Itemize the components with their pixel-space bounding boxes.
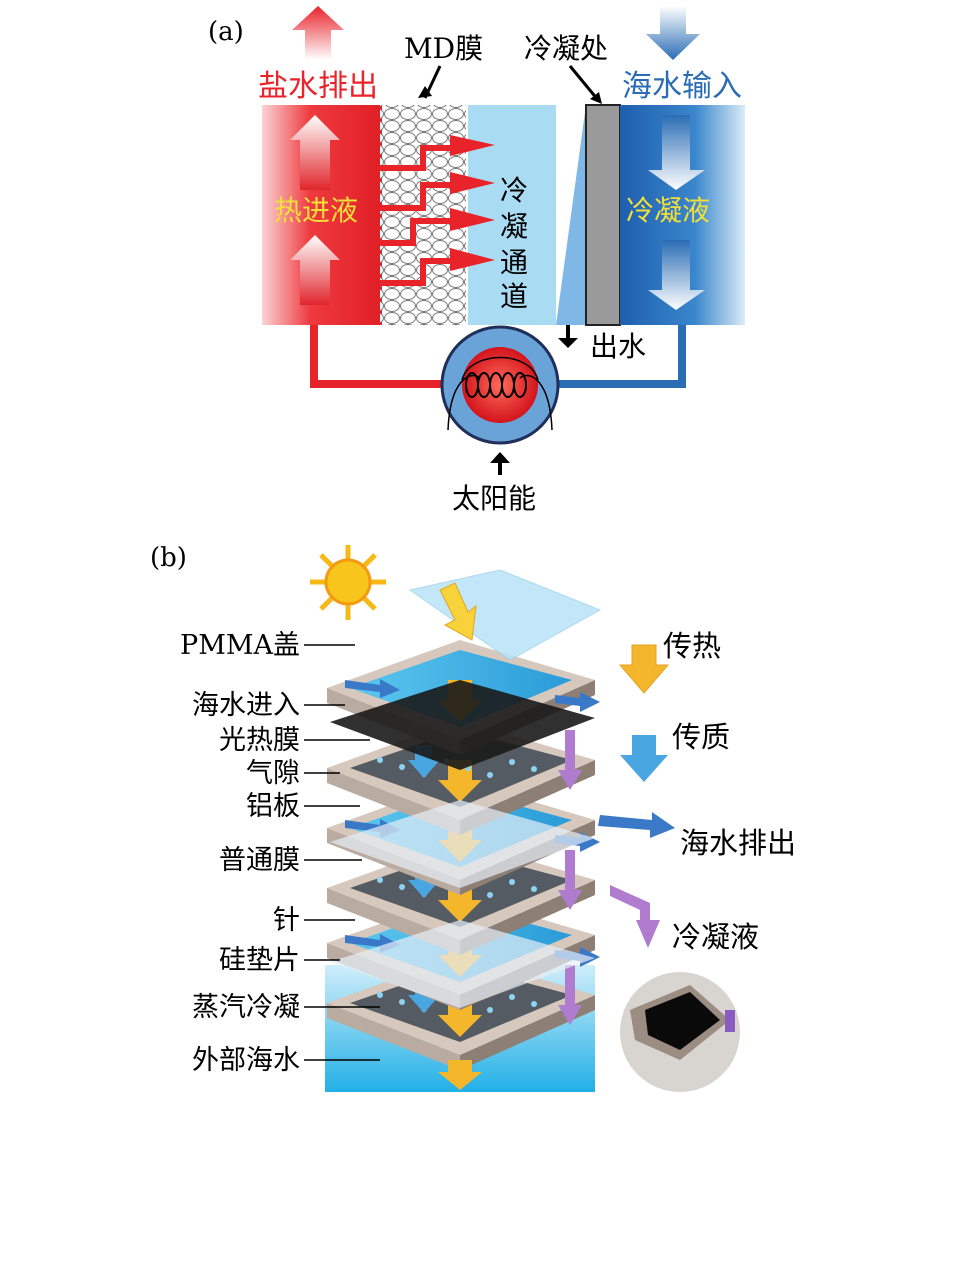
seawater-out-arrow-icon xyxy=(598,812,675,838)
cooling-char: 道 xyxy=(500,280,528,313)
condensate-flow-icon xyxy=(558,965,582,1025)
heat-transfer-label: 传热 xyxy=(663,629,721,663)
condensate-arrow-icon xyxy=(610,885,660,948)
mass-transfer-label: 传质 xyxy=(672,720,730,754)
solar-heater-icon xyxy=(440,325,560,445)
condensate-flow-icon xyxy=(558,850,582,910)
heat-arrow-icon xyxy=(438,1060,482,1090)
layer-label: 针 xyxy=(273,905,300,936)
ordinary-membrane xyxy=(330,800,595,888)
water-out-label: 出水 xyxy=(590,330,646,363)
cooling-char: 通 xyxy=(500,246,528,279)
ordinary-membrane xyxy=(330,920,595,1008)
layer-label: 气隙 xyxy=(246,758,300,789)
hot-flow-arrows xyxy=(290,115,340,305)
seawater-out-arrow-icon xyxy=(555,692,600,712)
seawater-in-label: 海水输入 xyxy=(622,69,742,104)
panel-b-label: (b) xyxy=(150,543,187,573)
photothermal-film xyxy=(330,680,595,770)
layer-label: PMMA盖 xyxy=(180,630,300,661)
panel-a-label: (a) xyxy=(208,17,244,47)
heat-arrow-icon xyxy=(438,760,482,802)
brine-out-arrow-icon xyxy=(292,6,344,60)
cooling-channel-label: 冷 凝 通 道 xyxy=(500,174,528,313)
layer-stack xyxy=(327,640,600,1090)
legend: 传热 传质 海水排出 冷凝液 xyxy=(598,629,796,954)
pmma-cover xyxy=(408,569,602,661)
layer-label: 硅垫片 xyxy=(219,945,300,976)
condensate-legend-label: 冷凝液 xyxy=(672,920,759,954)
condensate-label: 冷凝液 xyxy=(626,194,710,227)
seawater-out-label: 海水排出 xyxy=(680,826,796,860)
mass-transfer-arrow-icon xyxy=(620,735,668,782)
md-membrane-label: MD膜 xyxy=(404,32,483,65)
seawater-in-arrow-icon xyxy=(646,6,700,60)
sunlight-arrow-icon xyxy=(439,582,477,641)
layer-label: 外部海水 xyxy=(192,1045,300,1076)
device-photo xyxy=(620,972,740,1092)
layer-label: 光热膜 xyxy=(219,725,300,756)
condensation-site-label: 冷凝处 xyxy=(524,32,608,65)
layer-label: 普通膜 xyxy=(219,845,300,876)
hot-feed-label: 热进液 xyxy=(274,194,358,227)
condensation-pointer-icon xyxy=(568,65,600,101)
cold-pipe xyxy=(556,325,686,388)
brine-out-label: 盐水排出 xyxy=(258,69,378,104)
cooling-channel xyxy=(468,105,556,325)
heat-transfer-arrow-icon xyxy=(618,644,670,694)
vapor-arrows xyxy=(380,135,495,286)
layer-label: 海水进入 xyxy=(192,690,300,721)
cooling-char: 凝 xyxy=(500,210,528,243)
layer-label: 铝板 xyxy=(246,791,300,822)
sun-icon xyxy=(310,545,386,620)
top-arrows xyxy=(292,6,700,60)
hot-pipe xyxy=(310,325,444,388)
solar-label: 太阳能 xyxy=(452,482,536,515)
cold-flow-arrows xyxy=(648,115,705,310)
temperature-gradient xyxy=(556,105,586,325)
condensation-plate xyxy=(585,104,621,326)
seawater-in-arrow-icon xyxy=(345,679,400,698)
cooling-char: 冷 xyxy=(500,174,528,207)
condensate-flow-icon xyxy=(558,730,582,790)
layer-label: 蒸汽冷凝 xyxy=(192,992,300,1023)
